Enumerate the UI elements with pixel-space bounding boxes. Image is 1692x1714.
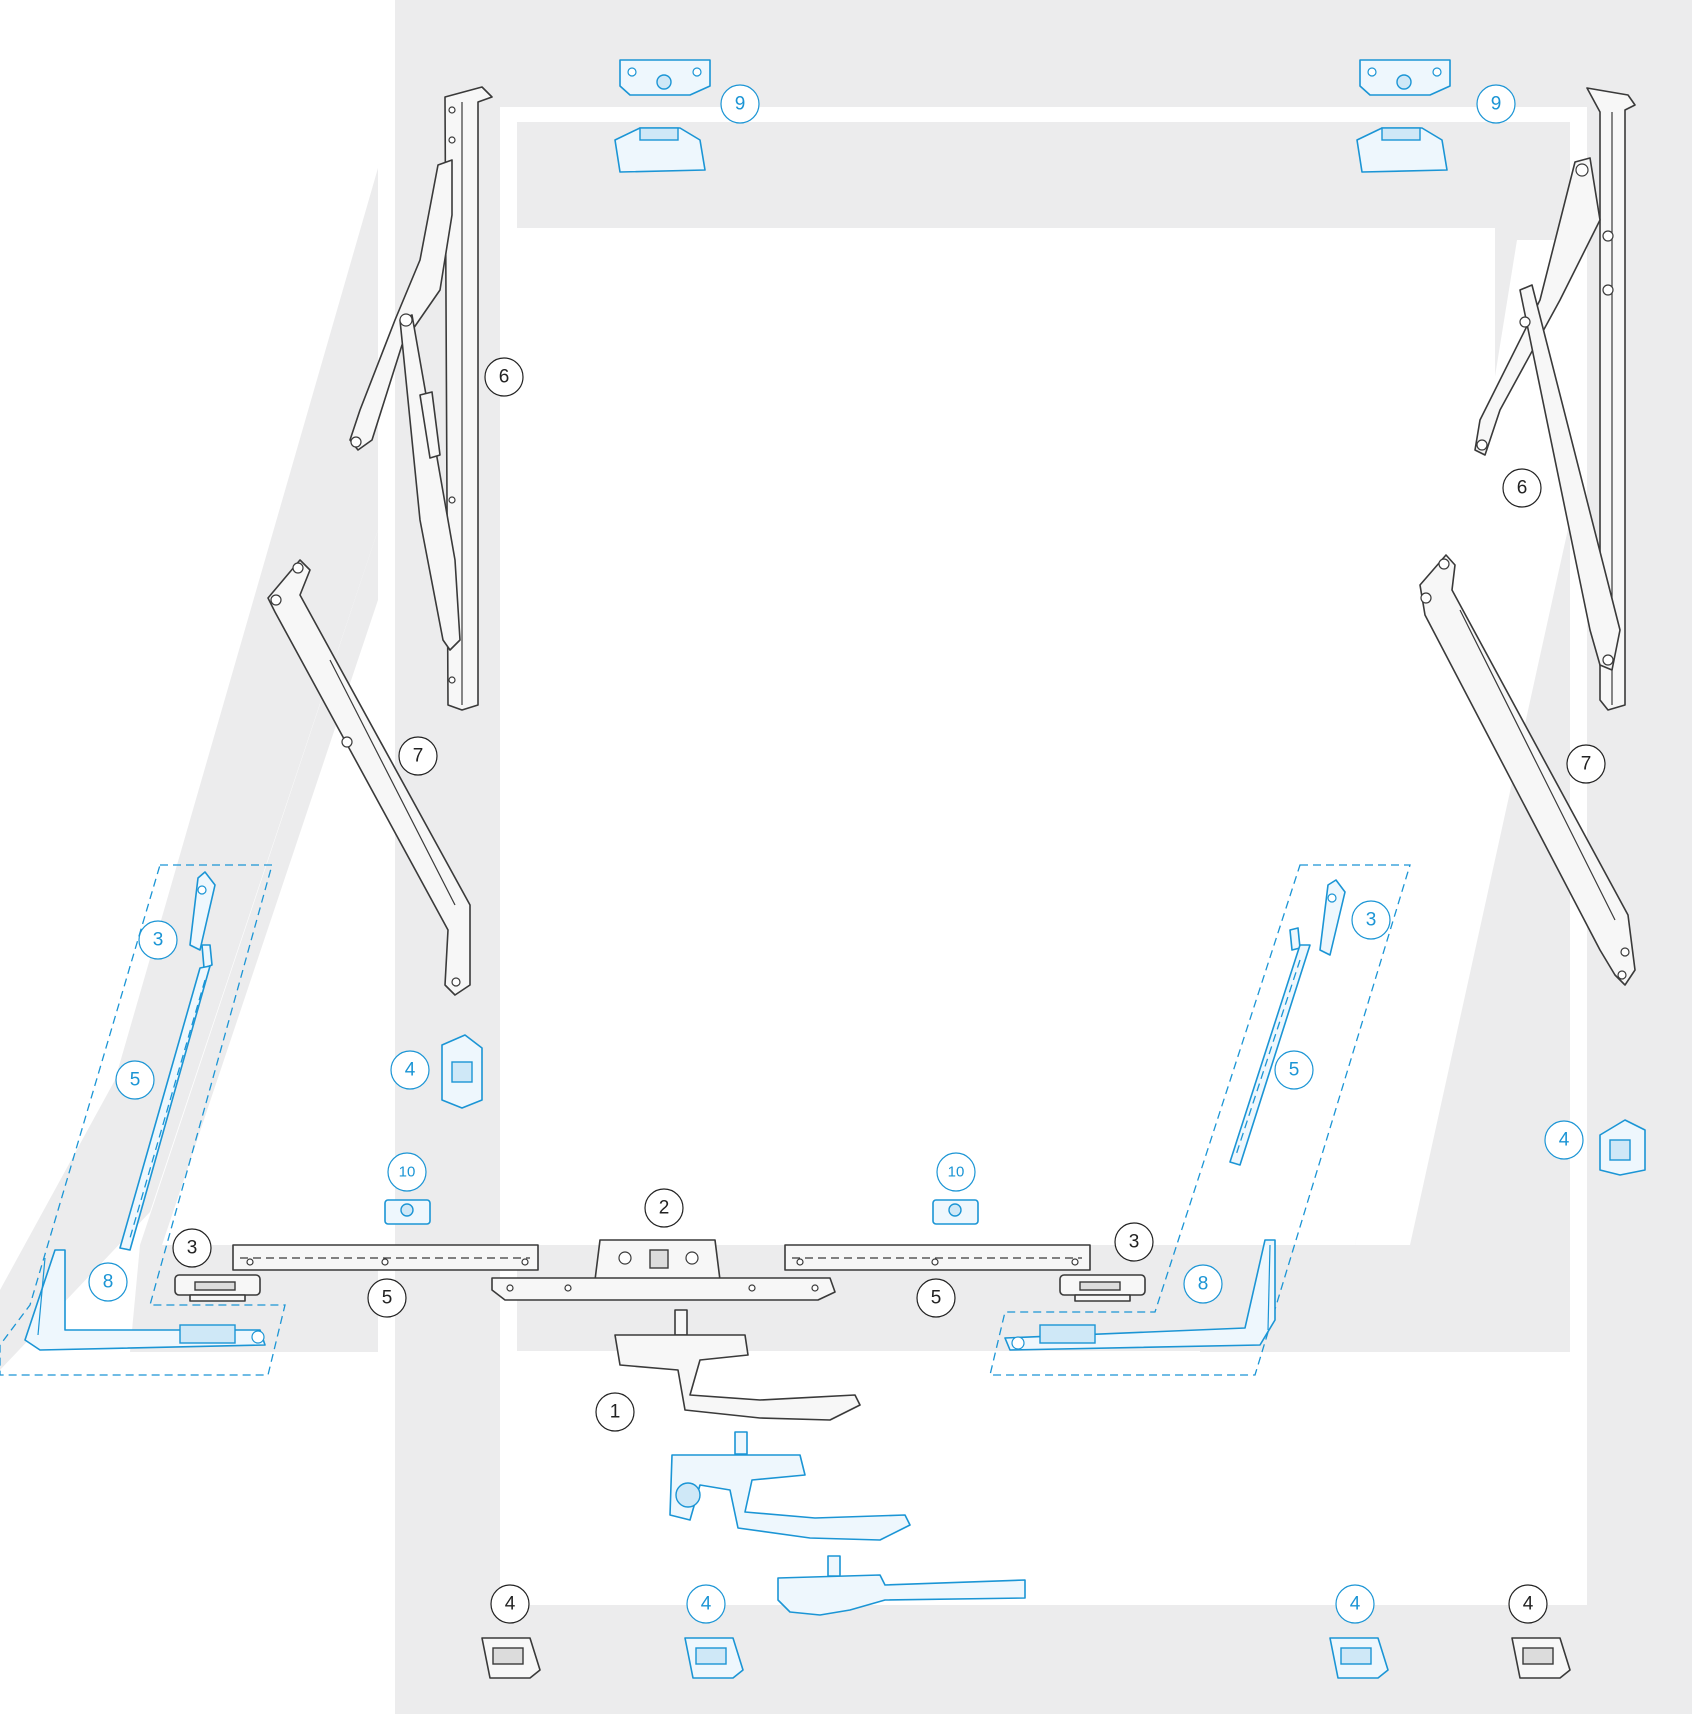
optional-region-right	[989, 864, 1411, 1376]
keep-left-lower	[174, 1274, 261, 1302]
callout-label: 8	[1198, 1274, 1209, 1295]
callout-espag-left-side: 5	[115, 1060, 155, 1100]
callout-label: 3	[153, 930, 164, 951]
callout-handle-standard: 1	[595, 1392, 635, 1432]
top-keep-right	[1356, 59, 1451, 173]
callout-top-keep-left: 9	[720, 84, 760, 124]
callout-keep-right-side: 3	[1351, 900, 1391, 940]
callout-espag-right-side: 5	[1274, 1050, 1314, 1090]
gearbox	[491, 1239, 836, 1301]
callout-wedge-bottom-3: 4	[1335, 1584, 1375, 1624]
callout-label: 3	[1129, 1232, 1140, 1253]
callout-hinge-left: 6	[484, 357, 524, 397]
wedge-right-side	[1599, 1119, 1646, 1176]
wedge-bottom-2	[684, 1637, 744, 1679]
top-keep-left	[614, 59, 711, 173]
espag-left	[232, 1244, 539, 1271]
keep-right-side	[1289, 879, 1346, 956]
handle-locking	[669, 1431, 911, 1541]
callout-wedge-right-side: 4	[1544, 1120, 1584, 1160]
callout-hinge-right: 6	[1502, 468, 1542, 508]
callout-top-keep-right: 9	[1476, 84, 1516, 124]
callout-label: 5	[130, 1070, 141, 1091]
callout-label: 3	[187, 1238, 198, 1259]
wedge-left-side	[441, 1034, 483, 1109]
callout-label: 4	[1350, 1594, 1361, 1615]
restrictor-right	[1419, 554, 1636, 986]
callout-mushroom-left: 10	[387, 1152, 427, 1192]
corner-right	[1004, 1239, 1276, 1351]
callout-label: 9	[735, 94, 746, 115]
callout-label: 1	[610, 1402, 621, 1423]
callout-label: 8	[103, 1272, 114, 1293]
callout-keep-left-lower: 3	[172, 1228, 212, 1268]
mushroom-left	[384, 1199, 431, 1225]
callout-restrictor-right: 7	[1566, 744, 1606, 784]
callout-label: 7	[1581, 754, 1592, 775]
keep-right-lower	[1059, 1274, 1146, 1302]
espag-right	[784, 1244, 1091, 1271]
callout-keep-left-side: 3	[138, 920, 178, 960]
optional-region-left	[0, 864, 286, 1376]
callout-label: 9	[1491, 94, 1502, 115]
callout-label: 4	[505, 1594, 516, 1615]
callout-label: 5	[1289, 1060, 1300, 1081]
espag-right-side	[1229, 944, 1311, 1166]
corner-left	[24, 1249, 266, 1351]
callout-label: 4	[1523, 1594, 1534, 1615]
callout-label: 7	[413, 746, 424, 767]
callout-wedge-bottom-4: 4	[1508, 1584, 1548, 1624]
callout-label: 3	[1366, 910, 1377, 931]
espag-left-side	[119, 965, 211, 1251]
callout-wedge-bottom-1: 4	[490, 1584, 530, 1624]
callout-wedge-bottom-2: 4	[686, 1584, 726, 1624]
callout-label: 4	[405, 1060, 416, 1081]
handle-cockspur	[777, 1555, 1026, 1616]
handle-standard	[614, 1309, 861, 1421]
hinge-right	[1474, 87, 1636, 711]
callout-label: 5	[931, 1288, 942, 1309]
callout-corner-left: 8	[88, 1262, 128, 1302]
hinge-left	[349, 86, 493, 711]
callout-espag-left: 5	[367, 1278, 407, 1318]
callout-label: 4	[1559, 1130, 1570, 1151]
callout-keep-right-lower: 3	[1114, 1222, 1154, 1262]
callout-label: 6	[499, 367, 510, 388]
callout-mushroom-right: 10	[936, 1152, 976, 1192]
callout-wedge-left-side: 4	[390, 1050, 430, 1090]
callout-restrictor-left: 7	[398, 736, 438, 776]
callout-label: 2	[659, 1198, 670, 1219]
callout-espag-right: 5	[916, 1278, 956, 1318]
callout-label: 10	[948, 1164, 965, 1181]
keep-left-side	[189, 871, 216, 969]
callout-corner-right: 8	[1183, 1264, 1223, 1304]
wedge-bottom-3	[1329, 1637, 1389, 1679]
callout-label: 6	[1517, 478, 1528, 499]
callout-label: 4	[701, 1594, 712, 1615]
callout-label: 10	[399, 1164, 416, 1181]
callout-gearbox: 2	[644, 1188, 684, 1228]
callout-label: 5	[382, 1288, 393, 1309]
wedge-bottom-4	[1511, 1637, 1571, 1679]
wedge-bottom-1	[481, 1637, 541, 1679]
mushroom-right	[932, 1199, 979, 1225]
restrictor-left	[267, 559, 471, 996]
